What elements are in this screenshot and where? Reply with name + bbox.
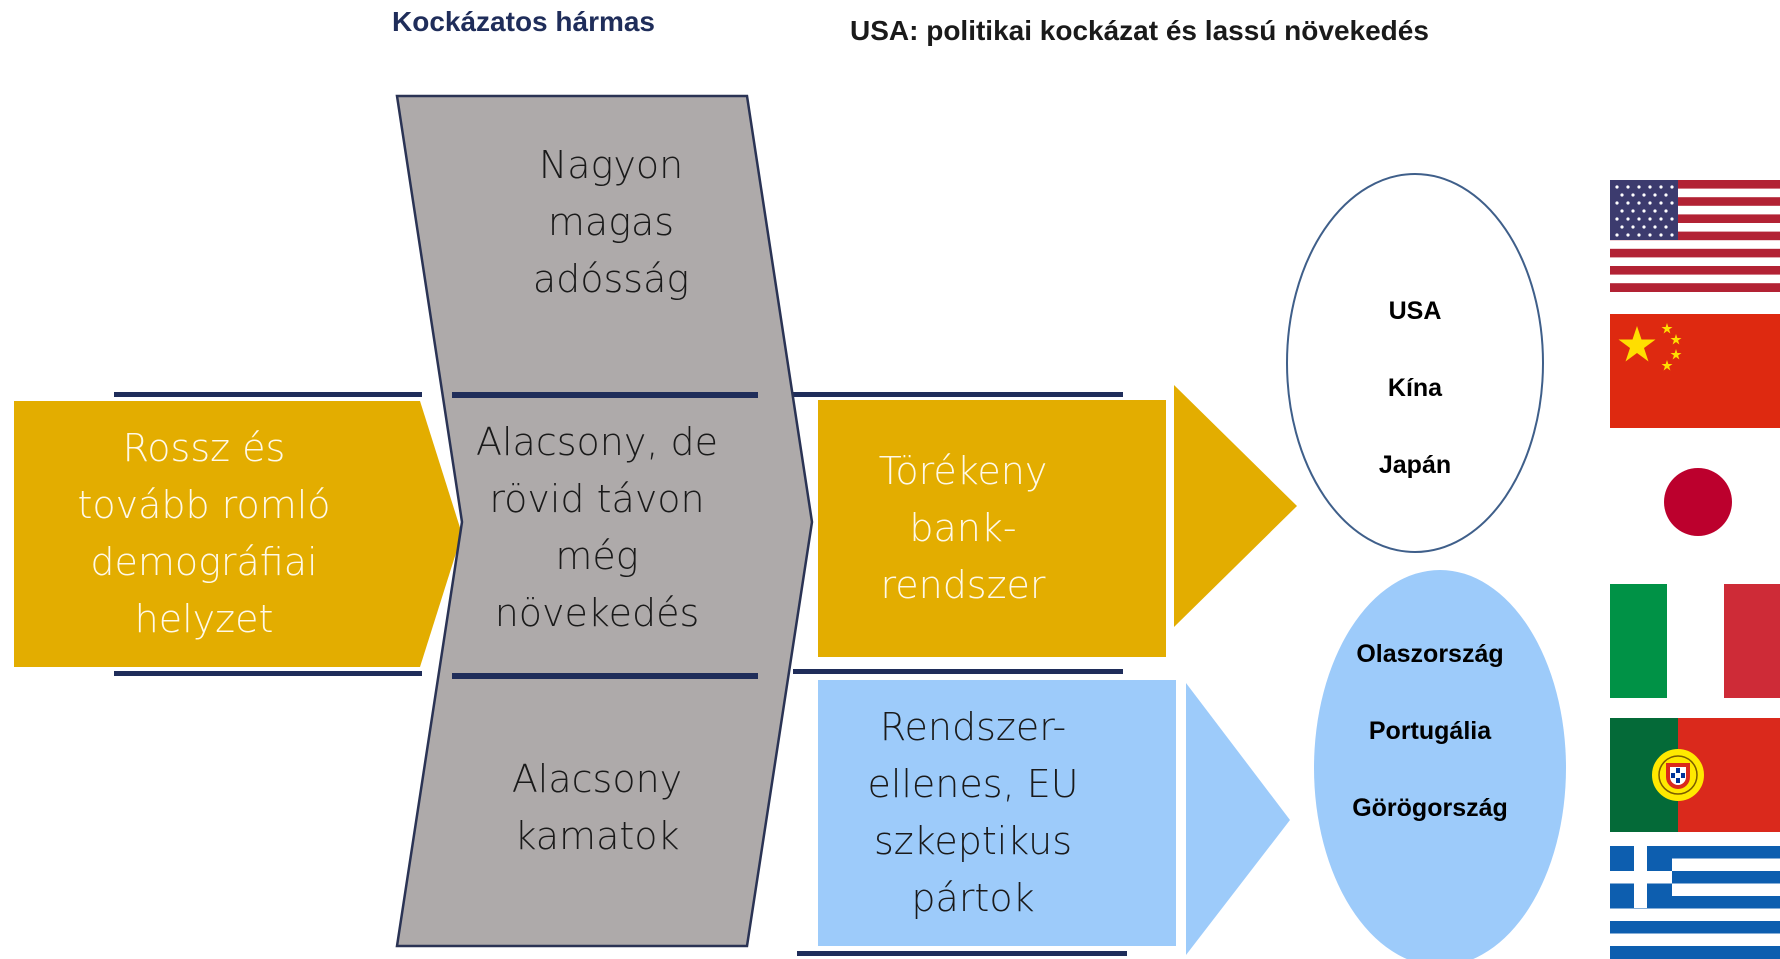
gold-triangle — [1174, 385, 1297, 627]
blue-triangle — [1186, 683, 1290, 955]
chevron-rule-bottom — [452, 673, 758, 679]
anti-box-text: Rendszer- ellenes, EU szkeptikus pártok — [867, 705, 1079, 920]
fragile-box-text: Törékeny bank- rendszer — [878, 449, 1048, 607]
oval-bottom — [1314, 570, 1566, 959]
oval-top-item-japan: Japán — [1378, 451, 1452, 479]
rule-right-top — [793, 392, 1123, 397]
oval-bottom-item-portugal: Portugália — [1368, 717, 1492, 745]
oval-bottom-item-italy: Olaszország — [1356, 640, 1504, 668]
oval-top-item-usa: USA — [1388, 297, 1442, 325]
china-flag — [1610, 314, 1780, 428]
chevron-bottom-text: Alacsony kamatok — [511, 757, 683, 858]
left-title: Kockázatos hármas — [392, 6, 656, 37]
left-arrow-box — [14, 401, 462, 667]
portugal-flag — [1610, 718, 1780, 832]
chevron-middle-text: Alacsony, de rövid távon még növekedés — [475, 420, 718, 635]
left-box-text: Rossz és tovább romló demográfiai helyze… — [77, 426, 331, 641]
chevron-top-text: Nagyon magas adósság — [532, 143, 690, 301]
oval-top — [1286, 173, 1544, 553]
rule-left-top — [114, 392, 422, 397]
oval-bottom-item-greece: Görögország — [1352, 794, 1508, 822]
greece-flag — [1610, 846, 1780, 959]
usa-flag — [1610, 180, 1780, 292]
oval-top-item-china: Kína — [1387, 374, 1443, 402]
chevron-rule-top — [452, 392, 758, 398]
chevron-shape — [395, 94, 814, 948]
rule-right-mid — [793, 669, 1123, 674]
fragile-box — [818, 400, 1166, 657]
rule-right-bottom — [797, 951, 1127, 956]
anti-box — [818, 680, 1176, 946]
italy-flag — [1610, 584, 1780, 698]
japan-flag — [1610, 446, 1780, 558]
right-title-line2: USA: politikai kockázat és lassú növeked… — [850, 15, 1429, 46]
rule-left-bottom — [114, 671, 422, 676]
